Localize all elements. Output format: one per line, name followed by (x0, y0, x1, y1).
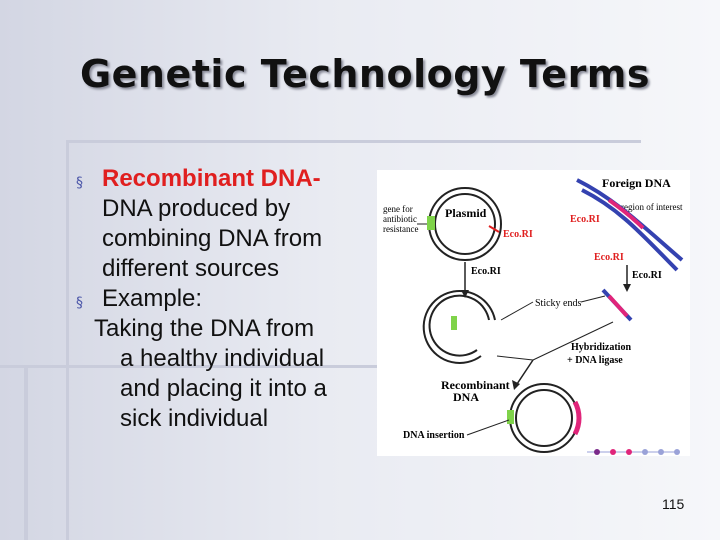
bullet-definition-line: different sources (102, 255, 279, 282)
bullet-example-label: Example: (102, 285, 203, 312)
dna-ligase-label: + DNA ligase (567, 355, 623, 366)
cut-site-marker (488, 225, 500, 233)
recombinant-dna-diagram: Plasmid gene for antibiotic resistance E… (377, 170, 690, 456)
plasmid-label: Plasmid (445, 206, 487, 220)
recombinant-plasmid (507, 383, 582, 453)
pointer-line (500, 301, 534, 321)
dna-bead-strip (587, 449, 680, 455)
pointer-line (580, 295, 606, 303)
cut-fragment (601, 288, 633, 322)
recombinant-dna-label: DNA (453, 390, 479, 404)
example-line: sick individual (120, 405, 269, 432)
slide-title: Genetic Technology Terms (79, 52, 651, 96)
foreign-dna-label: Foreign DNA (602, 176, 671, 190)
resistance-label: resistance (383, 224, 418, 234)
decor-line-horizontal-top (66, 140, 641, 143)
pointer-line (466, 419, 510, 436)
example-line: and placing it into a (120, 375, 327, 402)
open-plasmid (422, 289, 496, 364)
bullet-definition-line: combining DNA from (102, 225, 323, 252)
example-text: Taking the DNA from a healthy individual… (76, 314, 376, 434)
square-bullet-icon: § (76, 175, 83, 191)
arrow-head (623, 284, 631, 292)
arrow-head (512, 380, 520, 390)
decor-line-vertical-content (66, 140, 69, 540)
example-line: a healthy individual (120, 345, 325, 372)
ecori-label: Eco.RI (594, 252, 624, 263)
arrow-down (516, 359, 534, 385)
gene-label: gene for (383, 204, 413, 214)
bullet-term: Recombinant DNA- (102, 165, 321, 192)
example-line: Taking the DNA from (94, 315, 315, 342)
region-of-interest-label: region of interest (621, 202, 683, 212)
bullet-list: § Recombinant DNA- DNA produced by combi… (76, 164, 376, 434)
bullet-example: § Example: (76, 284, 376, 314)
ecori-label: Eco.RI (471, 266, 501, 277)
merge-line (496, 355, 534, 361)
foreign-dna-strand (576, 178, 684, 272)
hybridization-label: Hybridization (571, 342, 631, 353)
recombinant-label: Recombinant (441, 378, 510, 392)
merge-line (532, 321, 614, 361)
decor-line-vertical-left (24, 365, 28, 540)
decor-line-horizontal-mid (0, 365, 380, 368)
ecori-label: Eco.RI (632, 270, 662, 281)
bullet-recombinant-dna: § Recombinant DNA- DNA produced by combi… (76, 164, 376, 284)
sticky-ends-label: Sticky ends (535, 298, 581, 309)
antibiotic-label: antibiotic (383, 214, 417, 224)
ecori-label: Eco.RI (503, 229, 533, 240)
bullet-definition-line: DNA produced by (102, 195, 291, 222)
page-number: 115 (662, 496, 685, 512)
plasmid-ring (427, 187, 502, 261)
dna-insertion-label: DNA insertion (403, 430, 465, 441)
antibiotic-gene-marker (427, 216, 435, 230)
square-bullet-icon: § (76, 295, 83, 311)
ecori-label: Eco.RI (570, 214, 600, 225)
